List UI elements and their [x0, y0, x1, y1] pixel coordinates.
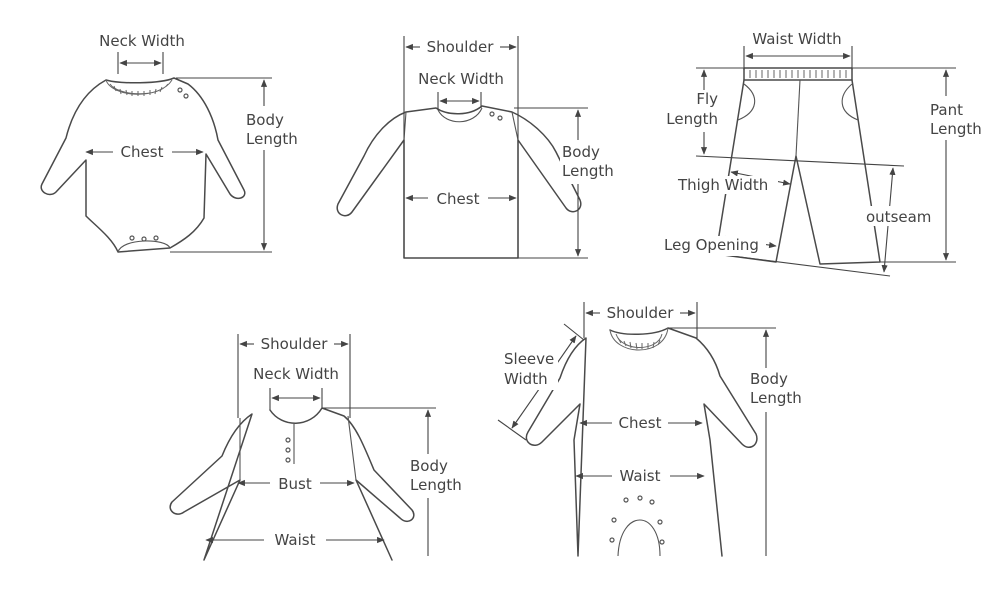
dress-waist-label: Waist: [275, 531, 316, 549]
romper-chest-label: Chest: [619, 414, 662, 432]
tshirt-body-length-label-1: Body: [562, 143, 600, 161]
bodysuit-neck-width-label: Neck Width: [99, 32, 185, 50]
romper-neck-ribbing: [617, 337, 661, 350]
romper-shoulder-dim: Shoulder: [583, 302, 698, 338]
pants-outseam-label: outseam: [866, 208, 931, 226]
pants-figure: [715, 67, 881, 265]
bodysuit-body-length-label-2: Length: [246, 130, 298, 148]
pants-pant-length-dim: Pant Length: [852, 67, 988, 263]
tshirt-shoulder-label: Shoulder: [427, 38, 495, 56]
bodysuit-chest-dim: Chest: [85, 143, 204, 161]
romper-chest-dim: Chest: [579, 414, 703, 432]
bodysuit-body-length-label-1: Body: [246, 111, 284, 129]
romper-sleeve-width-dim: Sleeve Width: [496, 323, 585, 441]
pants-pocket-right: [841, 83, 859, 121]
tshirt-neck-line: [437, 107, 483, 123]
tshirt-figure: [336, 105, 582, 259]
romper-figure: [525, 327, 758, 557]
pants-fly-length-label-1: Fly: [696, 90, 718, 108]
bodysuit-body-length-dim: Body Length: [170, 77, 300, 253]
romper-sleeve-width-label-1: Sleeve: [504, 350, 554, 368]
pants-outseam-dim: outseam: [864, 167, 938, 273]
romper-crotch: [617, 519, 661, 557]
tshirt-shoulder-dim: Shoulder: [403, 36, 519, 258]
tshirt-body-length-label-2: Length: [562, 162, 614, 180]
tshirt-outline: [336, 105, 582, 259]
dress-bust-dim: Bust: [237, 475, 355, 493]
bodysuit-neck-width-dim: Neck Width: [99, 32, 185, 74]
tshirt-chest-label: Chest: [437, 190, 480, 208]
pants-thigh-width-label: Thigh Width: [677, 176, 768, 194]
dress-body-length-dim: Body Length: [322, 407, 468, 556]
pants-pant-length-label-2: Length: [930, 120, 982, 138]
pants-leg-opening-dim: Leg Opening: [662, 235, 891, 277]
bodysuit-figure: [40, 77, 246, 253]
dress-bust-label: Bust: [278, 475, 312, 493]
pants-thigh-width-dim: Thigh Width: [676, 170, 791, 194]
bodysuit-neck-ribbing: [113, 85, 163, 96]
pants-waistband: [743, 67, 853, 81]
dress-body-length-label-2: Length: [410, 476, 462, 494]
tshirt-neck-width-label: Neck Width: [418, 70, 504, 88]
pants-pocket-left: [737, 83, 756, 121]
bodysuit-chest-label: Chest: [121, 143, 164, 161]
romper-outline: [525, 327, 758, 557]
dress-neck-width-label: Neck Width: [253, 365, 339, 383]
dress-body-length-label-1: Body: [410, 457, 448, 475]
romper-waist-dim: Waist: [575, 467, 705, 485]
romper-shoulder-label: Shoulder: [607, 304, 675, 322]
tshirt-neck-width-dim: Neck Width: [418, 70, 504, 110]
dress-shoulder-dim: Shoulder: [237, 334, 351, 418]
dress-waist-dim: Waist: [205, 531, 385, 549]
romper-body-length-dim: Body Length: [668, 327, 810, 556]
pants-fly-length-label-2: Length: [666, 110, 718, 128]
dress-neck-width-dim: Neck Width: [253, 365, 339, 410]
romper-body-length-label-1: Body: [750, 370, 788, 388]
pants-fly-length-dim: Fly Length: [666, 67, 905, 167]
tshirt-chest-dim: Chest: [405, 190, 517, 208]
dress-shoulder-label: Shoulder: [261, 335, 329, 353]
romper-sleeve-width-label-2: Width: [504, 370, 548, 388]
romper-body-length-label-2: Length: [750, 389, 802, 407]
dress-outline: [169, 407, 415, 561]
pants-leg-opening-label: Leg Opening: [664, 236, 759, 254]
romper-waist-label: Waist: [620, 467, 661, 485]
dress-figure: [169, 407, 415, 561]
pants-waist-width-dim: Waist Width: [743, 30, 853, 70]
tshirt-body-length-dim: Body Length: [514, 107, 618, 259]
bodysuit-outline: [40, 77, 246, 253]
pants-waist-width-label: Waist Width: [752, 30, 841, 48]
pants-pant-length-label-1: Pant: [930, 101, 963, 119]
